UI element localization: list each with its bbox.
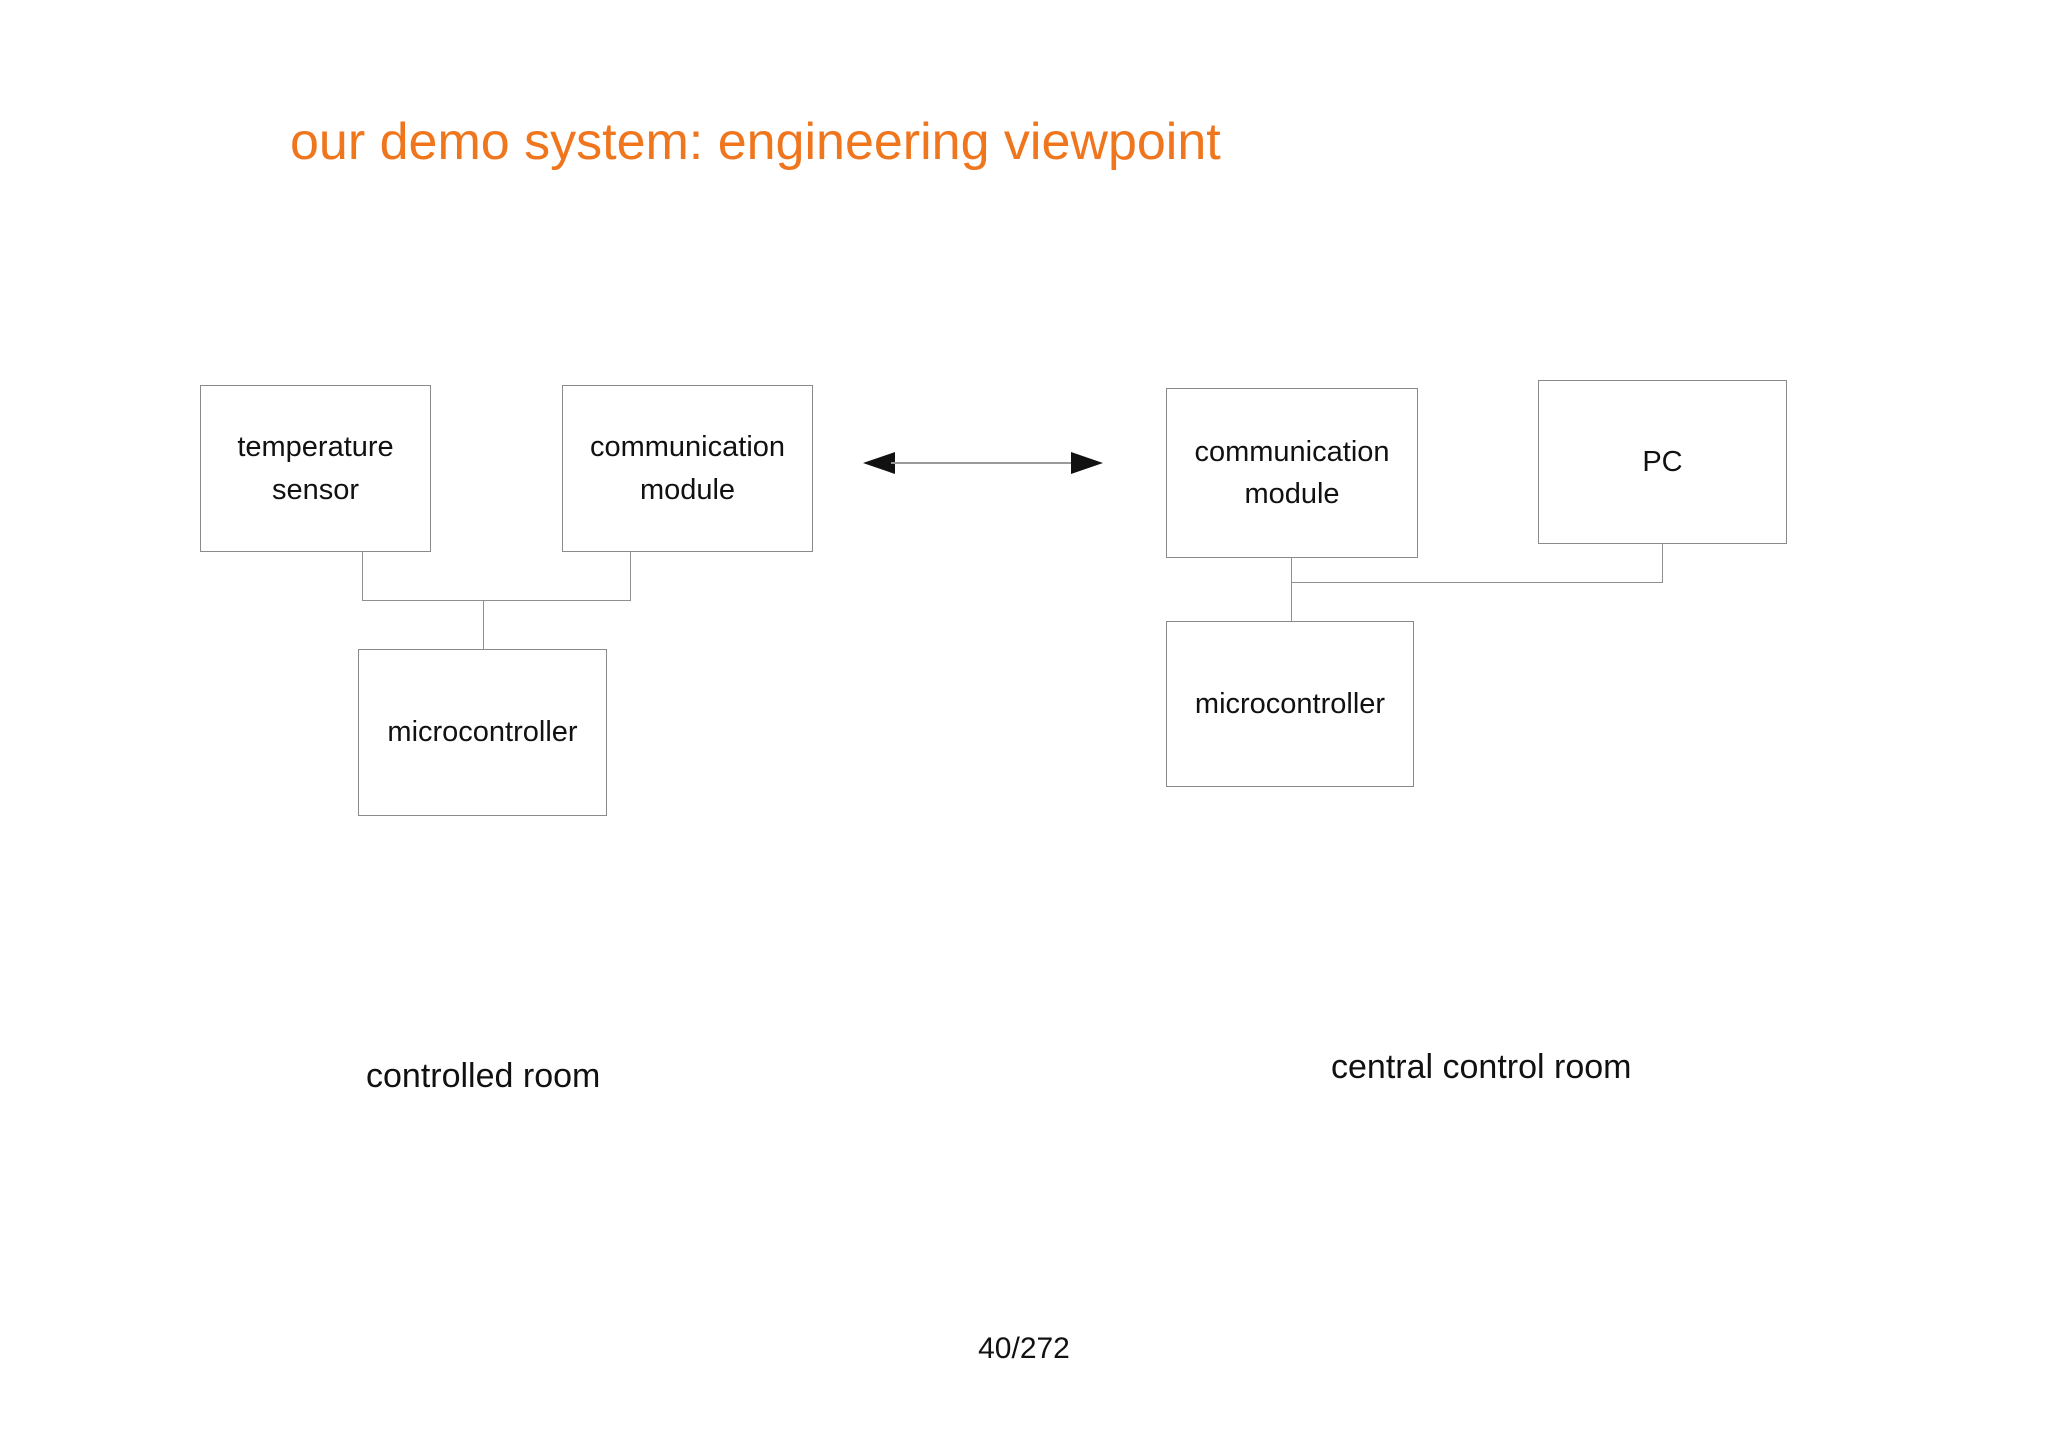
temperature-sensor-label: temperature sensor — [237, 431, 394, 506]
microcontroller-right-box: microcontroller — [1166, 621, 1414, 787]
pc-box: PC — [1538, 380, 1787, 544]
communication-module-left-box: communication module — [562, 385, 813, 552]
connector-comm-left-down — [630, 552, 631, 601]
communication-module-right-label: communication module — [1194, 435, 1390, 510]
bidirectional-arrow — [863, 452, 1103, 474]
connector-comm-right-to-microcontroller — [1291, 558, 1292, 621]
connector-right-bus-to-pc — [1662, 544, 1663, 583]
communication-module-right-box: communication module — [1166, 388, 1418, 558]
arrow-right-head-icon — [1071, 452, 1103, 474]
controlled-room-label: controlled room — [366, 1057, 601, 1095]
connector-right-bus — [1291, 582, 1663, 583]
arrow-left-head-icon — [863, 452, 895, 474]
microcontroller-right-label: microcontroller — [1194, 687, 1386, 720]
connector-temp-sensor-down — [362, 552, 363, 601]
communication-module-left-label: communication module — [589, 431, 786, 506]
pc-label: PC — [1642, 445, 1683, 478]
slide-title: our demo system: engineering viewpoint — [290, 113, 1221, 171]
page-number: 40/272 — [978, 1332, 1070, 1365]
central-control-room-label: central control room — [1331, 1048, 1632, 1086]
microcontroller-left-label: microcontroller — [387, 716, 578, 749]
connector-left-bus-to-microcontroller — [483, 600, 484, 649]
connector-left-bus — [362, 600, 631, 601]
microcontroller-left-box: microcontroller — [358, 649, 607, 816]
temperature-sensor-box: temperature sensor — [200, 385, 431, 552]
arrow-shaft — [891, 462, 1075, 464]
